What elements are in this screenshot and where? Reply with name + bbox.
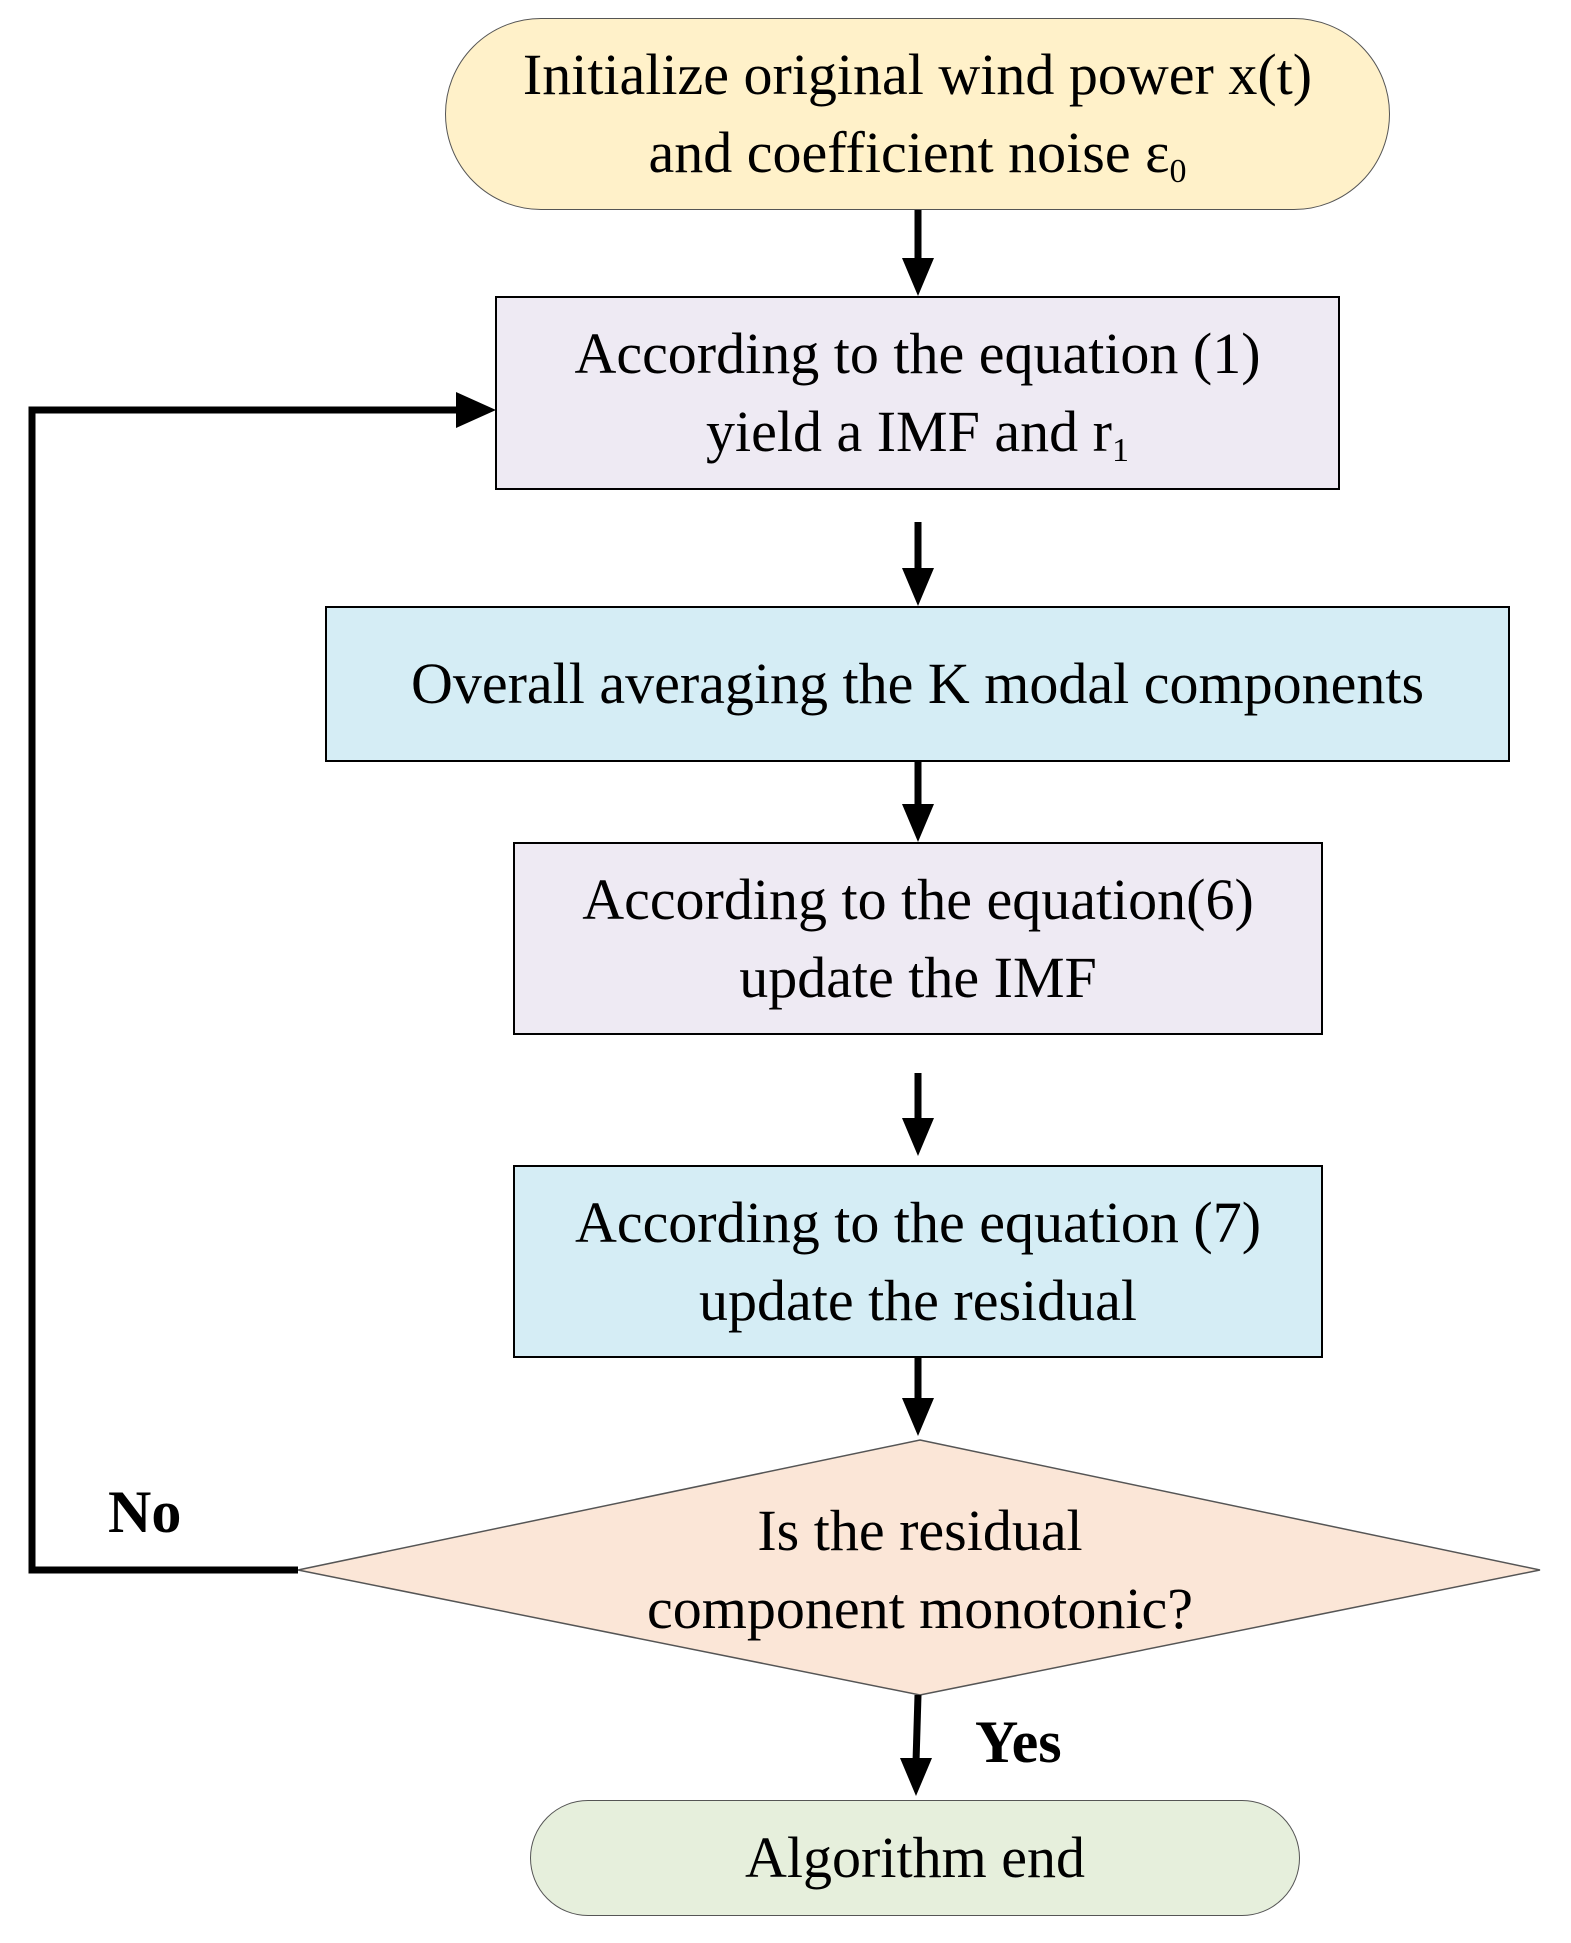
decision-diamond <box>297 1439 1541 1696</box>
arrow-decision-to-end <box>900 1694 932 1796</box>
no-label: No <box>108 1479 182 1545</box>
arrow-no-loop <box>28 392 496 1574</box>
step3-line1: According to the equation(6) <box>582 866 1254 932</box>
end-terminal: Algorithm end <box>530 1800 1300 1916</box>
step4-line1: According to the equation (7) <box>574 1189 1262 1255</box>
decision-line2: component monotonic? <box>646 1576 1194 1641</box>
step1-subscript: 1 <box>1111 432 1129 469</box>
start-subscript: 0 <box>1169 153 1187 190</box>
step4-process-box: According to the equation (7) update the… <box>513 1165 1323 1358</box>
decision-line1: Is the residual <box>757 1498 1083 1563</box>
step1-process-box: According to the equation (1) yield a IM… <box>495 296 1340 490</box>
arrow-step3-to-step4 <box>902 1073 934 1156</box>
start-terminal: Initialize original wind power x(t) and … <box>445 18 1390 210</box>
start-line1: Initialize original wind power x(t) <box>522 42 1313 107</box>
end-line1: Algorithm end <box>745 1825 1085 1890</box>
yes-label: Yes <box>975 1709 1062 1775</box>
step1-line2: yield a IMF and r <box>706 399 1112 464</box>
step2-process-box: Overall averaging the K modal components <box>325 606 1510 762</box>
arrow-step1-to-step2 <box>902 522 934 606</box>
step3-process-box: According to the equation(6) update the … <box>513 842 1323 1035</box>
arrow-start-to-step1 <box>902 210 934 296</box>
arrow-step4-to-decision <box>902 1358 934 1436</box>
step2-line1: Overall averaging the K modal components <box>410 651 1425 716</box>
start-line2: and coefficient noise ε <box>648 120 1170 185</box>
step4-line2: update the residual <box>698 1267 1138 1333</box>
decision-text: Is the residual component monotonic? <box>560 1485 1280 1655</box>
step1-line1: According to the equation (1) <box>574 321 1261 386</box>
step3-line2: update the IMF <box>739 944 1097 1010</box>
arrow-step2-to-step3 <box>902 762 934 842</box>
